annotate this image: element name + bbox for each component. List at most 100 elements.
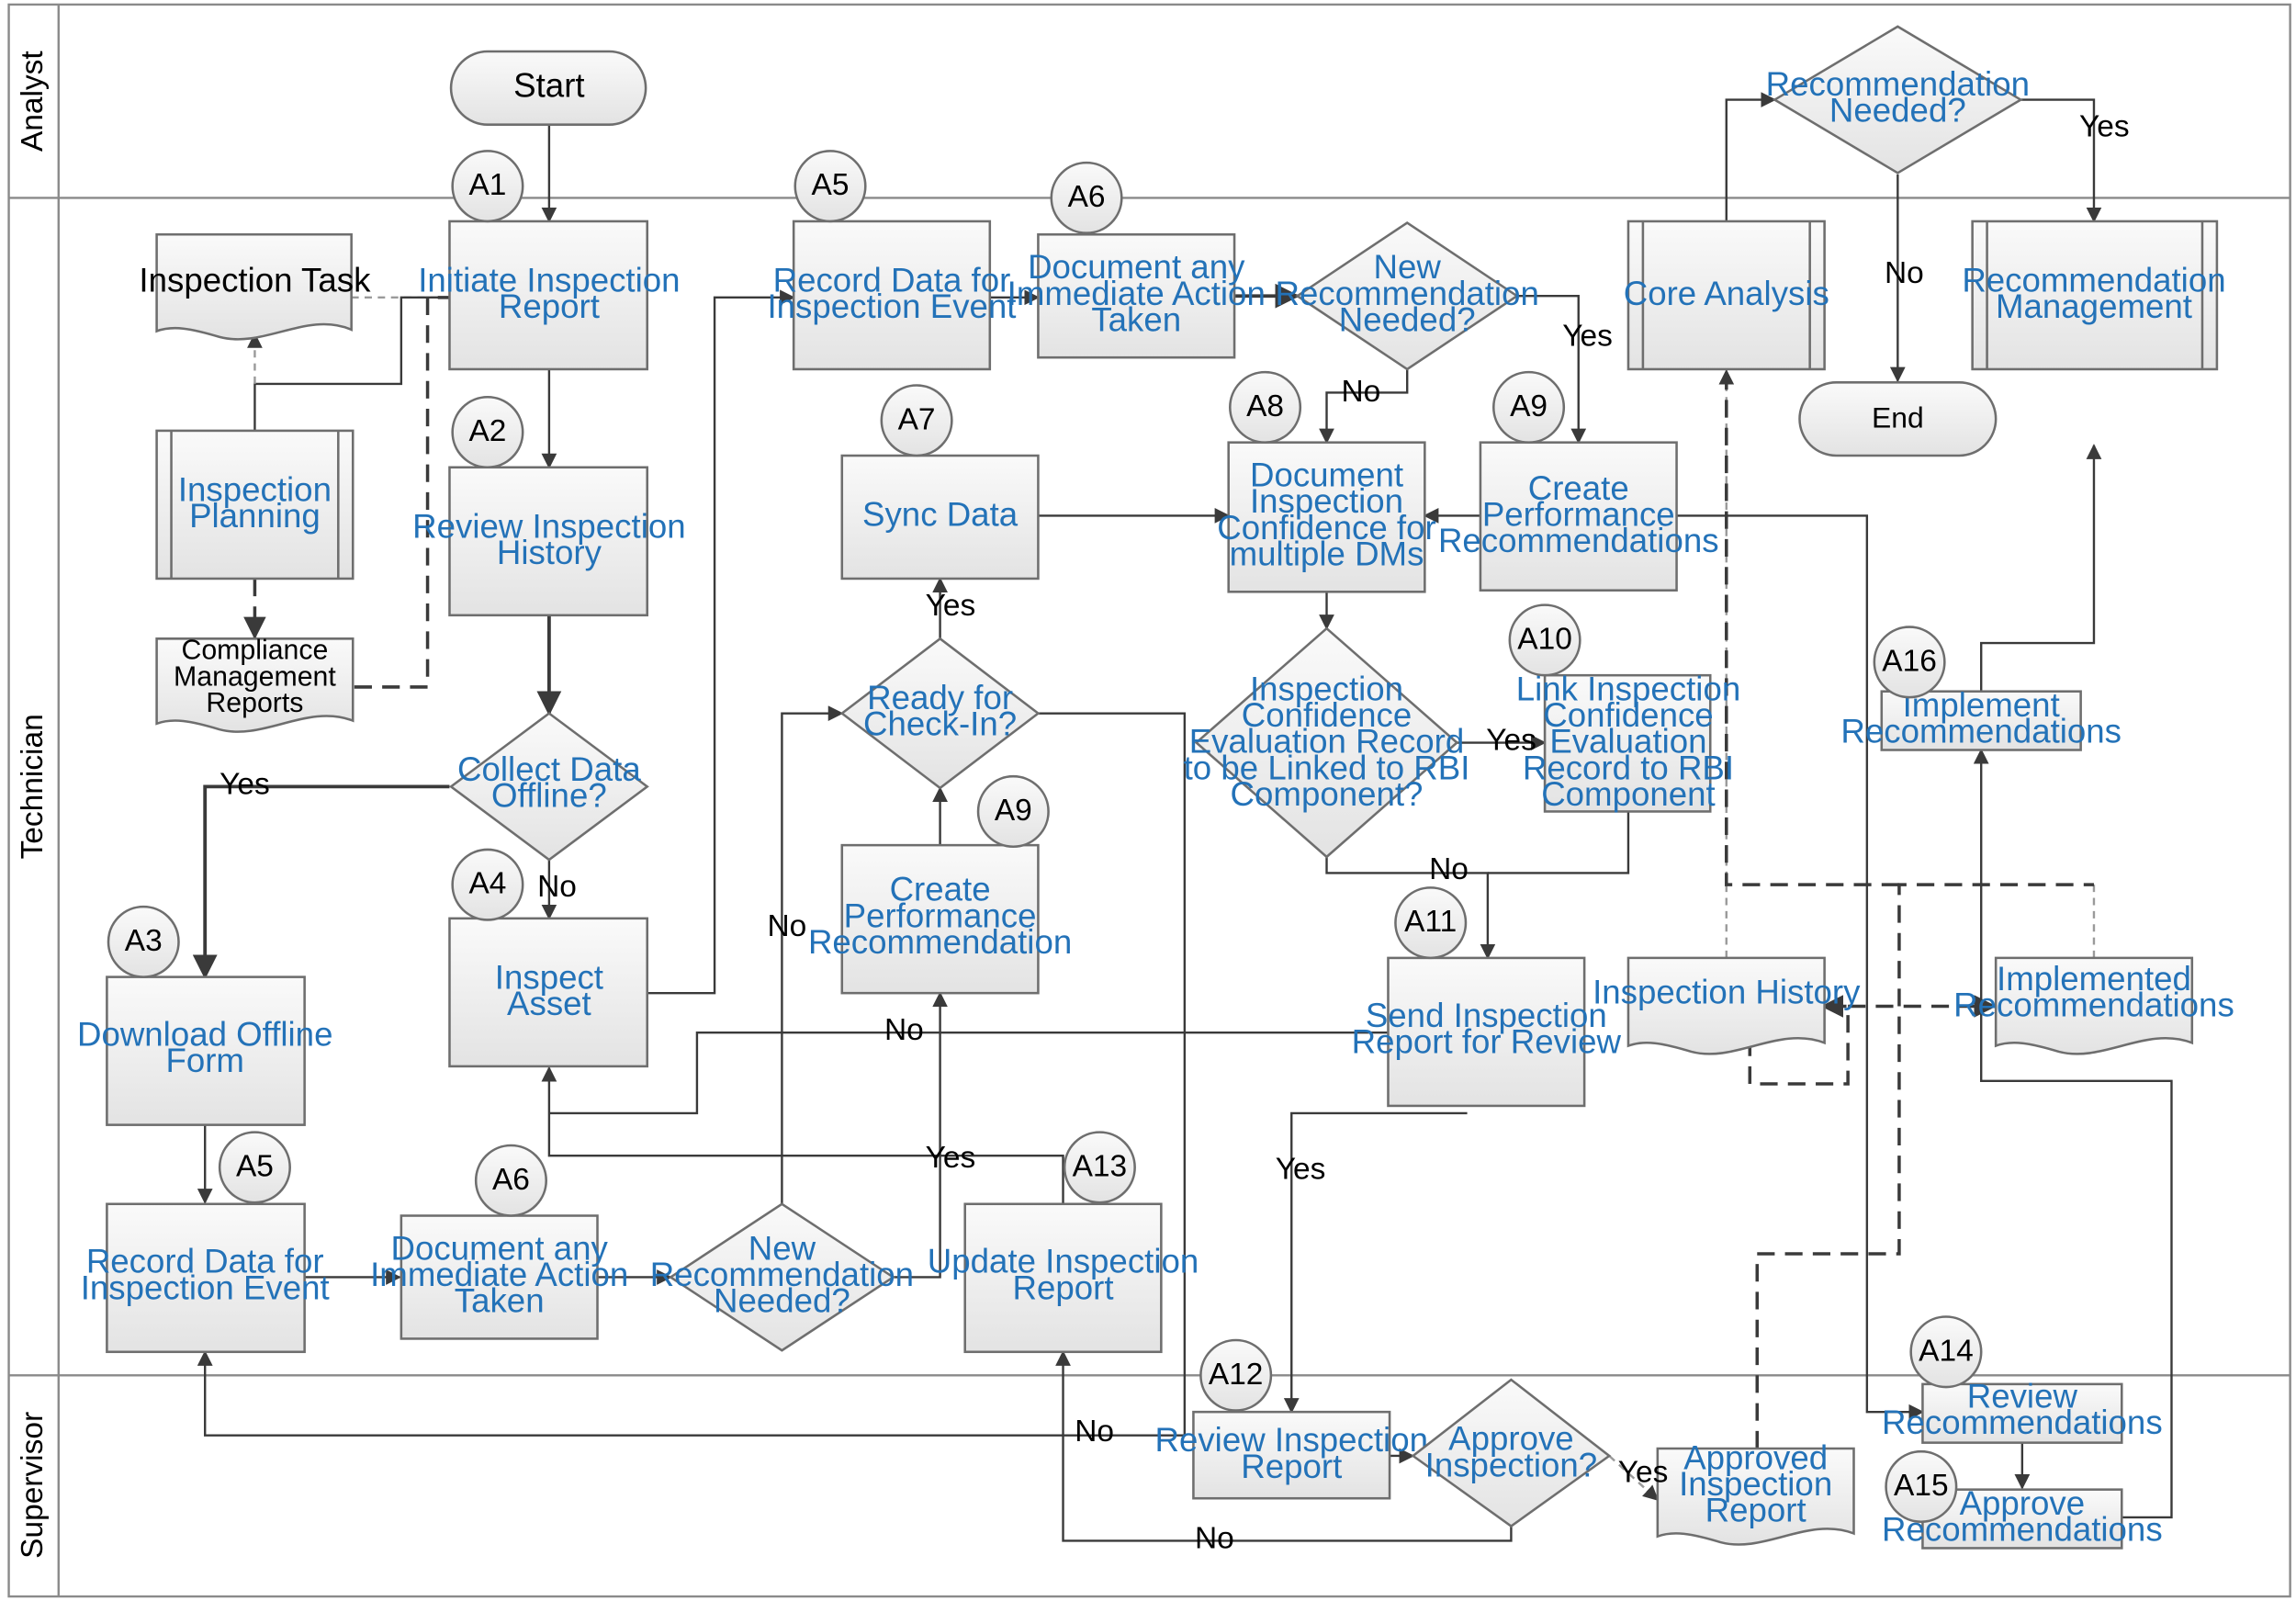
svg-text:Core Analysis: Core Analysis <box>1624 275 1829 312</box>
svg-text:A5: A5 <box>812 168 850 202</box>
edge-label-no-checkin: No <box>1075 1415 1114 1449</box>
node-end[interactable]: End <box>1798 381 1998 457</box>
edge-label-no-offline: No <box>537 870 577 904</box>
swimlanes: Analyst Technician Supervisor <box>7 3 2291 1598</box>
step-marker-a6-top: A6 <box>1050 161 1123 234</box>
svg-text:Sync Data: Sync Data <box>862 496 1019 534</box>
svg-text:Inspection Task: Inspection Task <box>139 261 371 299</box>
svg-text:A8: A8 <box>1246 389 1284 423</box>
svg-text:Inspection History: Inspection History <box>1593 973 1861 1010</box>
step-marker-a15: A15 <box>1885 1449 1958 1524</box>
step-marker-a4: A4 <box>451 848 524 921</box>
step-marker-a8: A8 <box>1229 370 1302 444</box>
document-inspection-task[interactable]: Inspection Task <box>139 232 371 341</box>
edge-label-yes-link: Yes <box>1486 723 1536 757</box>
node-start[interactable]: Start <box>449 50 647 126</box>
svg-text:A4: A4 <box>468 867 506 901</box>
step-marker-a13: A13 <box>1063 1131 1136 1204</box>
lane-label-analyst: Analyst <box>16 51 50 152</box>
svg-text:A1: A1 <box>468 168 506 202</box>
step-marker-a11: A11 <box>1394 886 1468 960</box>
svg-text:A2: A2 <box>468 414 506 448</box>
edge-label-yes-ready: Yes <box>926 589 976 623</box>
step-marker-a2: A2 <box>451 395 524 469</box>
node-sync-data[interactable]: Sync Data <box>840 454 1040 581</box>
svg-text:A9: A9 <box>995 794 1032 828</box>
edge-labels: Yes No No Yes Yes No No Yes Yes No Yes N… <box>219 109 2129 1555</box>
edge-label-yes-review: Yes <box>1276 1153 1326 1187</box>
edge-label-no-link: No <box>1429 852 1469 886</box>
svg-text:Start: Start <box>513 66 584 104</box>
svg-text:A6: A6 <box>492 1163 530 1197</box>
edge-label-yes-new-rec-bottom: Yes <box>926 1141 976 1175</box>
step-marker-a1: A1 <box>451 150 524 223</box>
lane-label-supervisor: Supervisor <box>16 1412 50 1559</box>
svg-text:A11: A11 <box>1404 905 1457 939</box>
edge-label-yes-offline: Yes <box>219 767 270 801</box>
step-marker-a3: A3 <box>107 905 180 978</box>
svg-text:A6: A6 <box>1068 180 1106 214</box>
svg-text:A10: A10 <box>1517 622 1572 656</box>
svg-text:A14: A14 <box>1919 1334 1974 1368</box>
step-marker-a6-bottom: A6 <box>474 1144 547 1217</box>
lane-label-technician: Technician <box>16 714 50 859</box>
svg-text:A12: A12 <box>1209 1358 1264 1392</box>
step-marker-a10: A10 <box>1508 603 1581 677</box>
step-marker-a14: A14 <box>1909 1315 1983 1389</box>
svg-text:A15: A15 <box>1894 1469 1949 1503</box>
edge-label-yes-approve: Yes <box>1618 1456 1669 1490</box>
subprocess-core-analysis[interactable]: Core Analysis <box>1624 220 1829 371</box>
svg-text:A5: A5 <box>236 1149 274 1183</box>
edge-label-no-new-rec-top: No <box>1341 375 1380 409</box>
document-inspection-history[interactable]: Inspection History <box>1593 956 1861 1055</box>
